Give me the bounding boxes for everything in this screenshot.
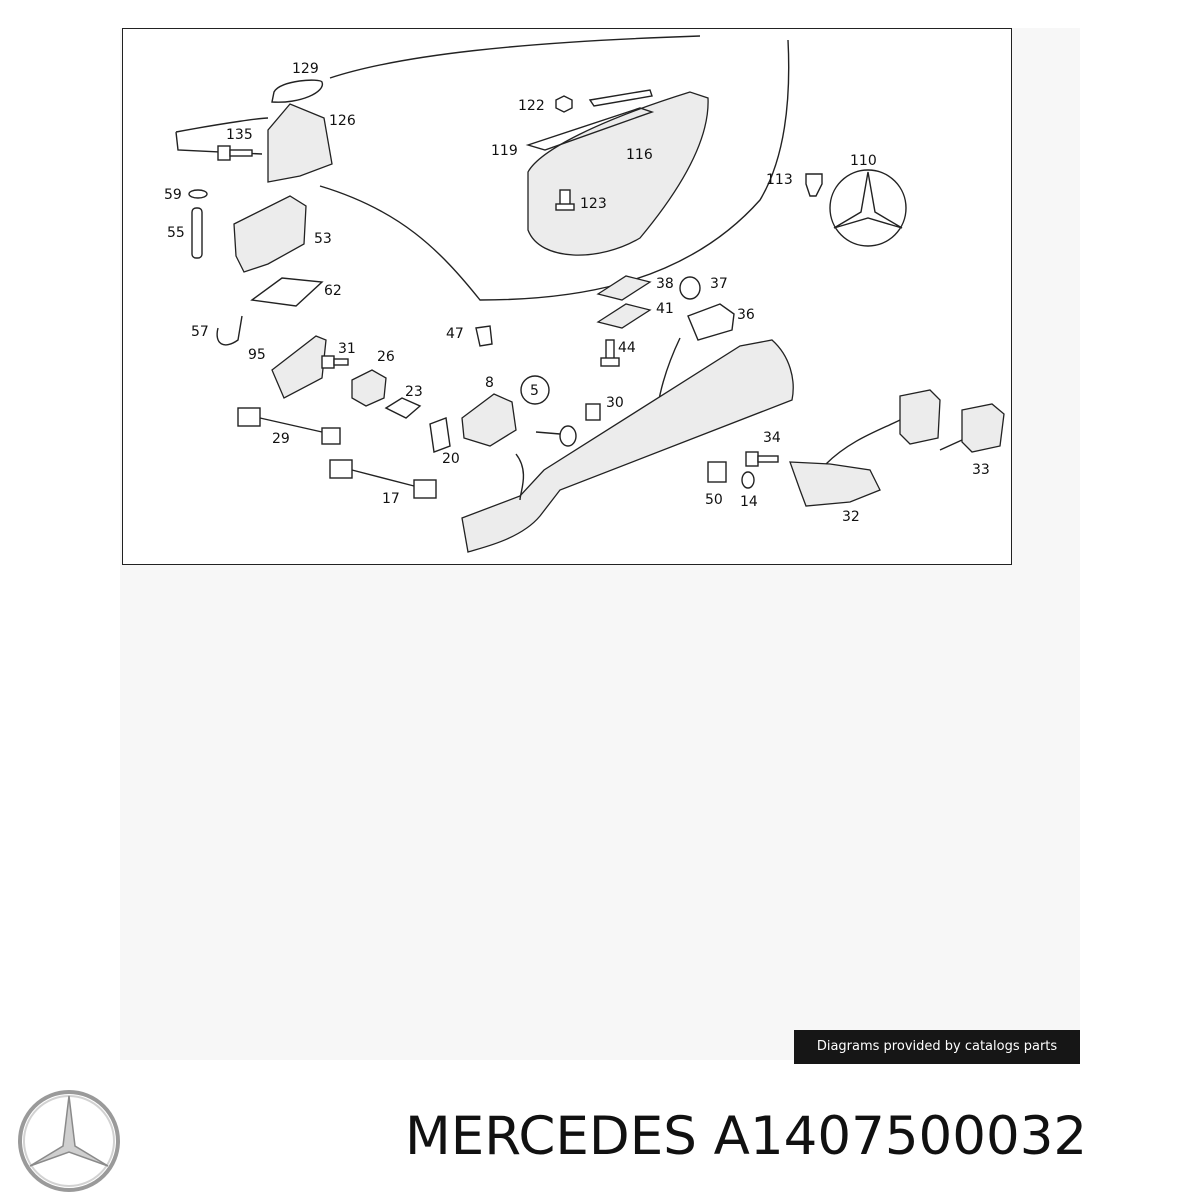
bolt-135 (217, 145, 253, 161)
callout-59: 59 (164, 187, 182, 203)
callout-123: 123 (580, 196, 607, 212)
trim-strip-upper (588, 89, 653, 107)
rear-bumper (461, 339, 794, 553)
latch-bracket-53 (233, 195, 307, 273)
bolt-31 (321, 355, 349, 369)
lock-cylinder-8 (461, 393, 517, 447)
clip-113 (805, 173, 823, 197)
callout-29: 29 (272, 431, 290, 447)
screw-44 (600, 339, 620, 367)
callout-55: 55 (167, 225, 185, 241)
diagram-credit-badge: Diagrams provided by catalogs parts (794, 1030, 1080, 1064)
actuator-33-right (961, 403, 1005, 453)
callout-26: 26 (377, 349, 395, 365)
switch-26 (351, 369, 387, 407)
plate-62 (250, 277, 324, 307)
product-title: MERCEDES A1407500032 (405, 1106, 1088, 1167)
washer-14 (741, 471, 755, 489)
washer-59 (188, 189, 208, 199)
callout-36: 36 (737, 307, 755, 323)
harness-17 (329, 459, 437, 499)
callout-47: 47 (446, 326, 464, 342)
callout-119: 119 (491, 143, 518, 159)
bracket-38 (596, 275, 652, 301)
callout-38: 38 (656, 276, 674, 292)
mercedes-star-emblem-110 (829, 169, 907, 247)
callout-113: 113 (766, 172, 793, 188)
actuator-33-rod (939, 439, 963, 451)
trim-strip-119 (525, 107, 655, 151)
callout-33: 33 (972, 462, 990, 478)
callout-50: 50 (705, 492, 723, 508)
cap-36 (687, 303, 735, 341)
callout-95: 95 (248, 347, 266, 363)
handle-126 (267, 103, 333, 183)
callout-135: 135 (226, 127, 253, 143)
callout-31: 31 (338, 341, 356, 357)
nut-122 (555, 95, 573, 113)
callout-5: 5 (530, 383, 539, 399)
callout-57: 57 (191, 324, 209, 340)
clip-23 (384, 397, 422, 419)
bolt-34 (745, 451, 779, 467)
callout-32: 32 (842, 509, 860, 525)
trunk-lid-outline (329, 35, 701, 79)
callout-126: 126 (329, 113, 356, 129)
bracket-57 (216, 315, 243, 346)
clip-50 (707, 461, 727, 483)
plate-95 (271, 335, 327, 399)
cable-32 (825, 419, 901, 465)
hinge-32 (789, 461, 881, 507)
seal-129 (271, 79, 323, 103)
bracket-20 (429, 417, 451, 453)
license-plate-recess (527, 91, 709, 256)
callout-37: 37 (710, 276, 728, 292)
callout-41: 41 (656, 301, 674, 317)
callout-20: 20 (442, 451, 460, 467)
actuator-33-left (899, 389, 941, 445)
callout-122: 122 (518, 98, 545, 114)
callout-129: 129 (292, 61, 319, 77)
harness-29 (237, 407, 341, 445)
clip-30 (585, 403, 601, 421)
callout-34: 34 (763, 430, 781, 446)
bracket-41 (596, 303, 652, 329)
callout-44: 44 (618, 340, 636, 356)
callout-30: 30 (606, 395, 624, 411)
mercedes-star-icon (18, 1090, 120, 1192)
bumper-end (515, 453, 525, 501)
callout-110: 110 (850, 153, 877, 169)
callout-116: 116 (626, 147, 653, 163)
callout-23: 23 (405, 384, 423, 400)
callout-62: 62 (324, 283, 342, 299)
callout-53: 53 (314, 231, 332, 247)
key-5 (535, 425, 577, 447)
grommet-47 (475, 325, 493, 347)
ring-37 (679, 276, 701, 300)
parts-diagram: 129 126 135 59 55 53 62 57 95 31 26 23 8… (164, 35, 1005, 553)
callout-8: 8 (485, 375, 494, 391)
trunk-lid-lower-curve (319, 39, 790, 301)
screw-123 (555, 189, 575, 211)
callout-5-circle (520, 375, 550, 405)
callout-17: 17 (382, 491, 400, 507)
callout-14: 14 (740, 494, 758, 510)
rod-55 (191, 207, 203, 259)
